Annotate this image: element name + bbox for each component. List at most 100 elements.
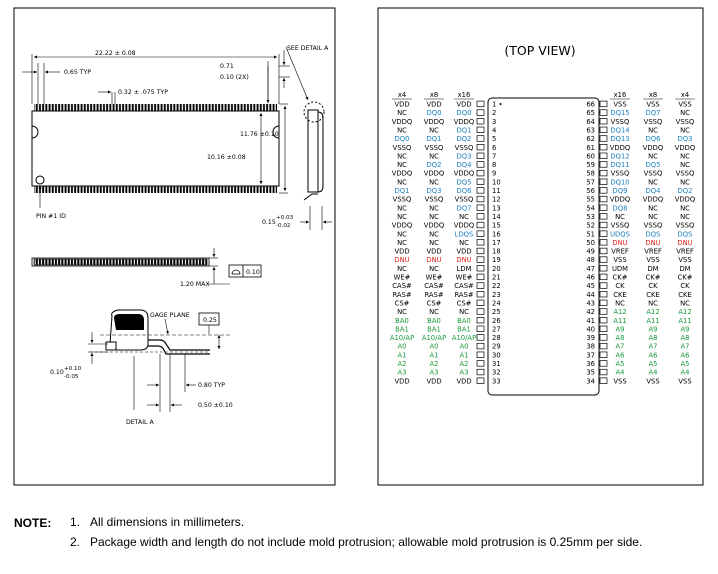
pin-label-x8: VSSQ xyxy=(644,222,663,230)
pin-label-x16: UDQS xyxy=(610,230,630,238)
pin-pad xyxy=(476,325,485,332)
pin-pad xyxy=(476,368,485,376)
pin-label-x16: NC xyxy=(459,308,469,316)
pin-number: 9 xyxy=(492,170,496,178)
pin-number: 30 xyxy=(492,351,501,359)
pin-number: 18 xyxy=(492,248,501,256)
pin-label-x4: VSSQ xyxy=(676,222,695,230)
pin-label-x4: A0 xyxy=(398,343,407,351)
pin-label-x8: NC xyxy=(648,126,658,134)
package-side-profile xyxy=(31,248,230,285)
dim-015-tol-minus: -0.02 xyxy=(276,223,290,229)
pin-label-x16: DQ15 xyxy=(610,109,629,117)
pin-number: 50 xyxy=(586,239,595,247)
pin-label-x8: DQ2 xyxy=(427,161,442,169)
pin-pad xyxy=(476,282,485,289)
pin-number: 43 xyxy=(586,299,595,307)
pin-label-x8: DQ3 xyxy=(427,187,442,195)
pin-number: 23 xyxy=(492,291,501,299)
width-dimension xyxy=(31,54,280,104)
pin-label-x4: NC xyxy=(397,265,407,273)
note-item-1: 1. All dimensions in millimeters. xyxy=(14,514,714,530)
pin-label-x16: DQ1 xyxy=(457,126,472,134)
pin-pad xyxy=(599,308,608,315)
pin-label-x16: DQ4 xyxy=(457,161,472,169)
pin-label-x8: A12 xyxy=(646,308,659,316)
pin-label-x16: LDQS xyxy=(455,230,474,238)
pin-number: 48 xyxy=(586,256,595,264)
pin-label-x16: VDDQ xyxy=(454,118,474,126)
package-drawing-frame xyxy=(13,7,336,486)
pin-label-x16: RAS# xyxy=(454,291,473,299)
pin-number: 29 xyxy=(492,343,501,351)
pin-label-x4: NC xyxy=(397,161,407,169)
pin-pad xyxy=(599,239,608,246)
pin-label-x4: A10/AP xyxy=(390,334,414,342)
thickness-dimension xyxy=(300,206,332,230)
pin-label-x8: VDD xyxy=(426,248,441,256)
pin-label-x4: DQS xyxy=(678,230,693,238)
pin-label-x8: VSS xyxy=(646,101,659,109)
pin-number: 22 xyxy=(492,282,501,290)
pin-label-x16: VDDQ xyxy=(610,196,630,204)
pin-number: 55 xyxy=(586,196,595,204)
pin-label-x16: A5 xyxy=(616,360,625,368)
pin-pad xyxy=(476,152,485,159)
pin-label-x4: NC xyxy=(397,204,407,212)
pin-label-x8: A7 xyxy=(649,343,658,351)
pin-label-x8: VSSQ xyxy=(425,196,444,204)
pin-label-x16: NC xyxy=(615,213,625,221)
pin-pad xyxy=(476,299,485,306)
pin-label-x16: DQ8 xyxy=(613,204,628,212)
pin-label-x8: NC xyxy=(429,265,439,273)
pin-pad xyxy=(599,195,608,203)
pin-number: 42 xyxy=(586,308,595,316)
pin-pad xyxy=(476,291,485,298)
pin-label-x16: DQ7 xyxy=(457,204,472,212)
pin-label-x16: DQ10 xyxy=(610,178,629,186)
pin-label-x16: DNU xyxy=(612,239,627,247)
pin-label-x4: NC xyxy=(680,152,690,160)
pin-label-x4: VDDQ xyxy=(392,222,412,230)
pin-label-x8: DQ7 xyxy=(646,109,661,117)
pin-label-x16: DQ14 xyxy=(610,126,629,134)
pin-label-x4: NC xyxy=(680,161,690,169)
pin-label-x4: A12 xyxy=(678,308,691,316)
pin-label-x4: NC xyxy=(397,178,407,186)
pin-number: 6 xyxy=(492,144,496,152)
pin-label-x8: A8 xyxy=(649,334,658,342)
pin-label-x8: VDD xyxy=(426,377,441,385)
pin-label-x4: A8 xyxy=(681,334,690,342)
pin-number: 49 xyxy=(586,248,595,256)
pin-label-x16: UDM xyxy=(612,265,628,273)
pin-number: 65 xyxy=(586,109,595,117)
see-detail-leader xyxy=(285,46,309,101)
pin-label-x4: DQ0 xyxy=(395,135,410,143)
pin-label-x4: WE# xyxy=(394,274,411,282)
pin-number: 31 xyxy=(492,360,501,368)
pin-label-x4: NC xyxy=(397,109,407,117)
pin-pad xyxy=(599,230,608,237)
pin-label-x8: CK xyxy=(648,282,658,290)
pin-number: 2 xyxy=(492,109,496,117)
pin-label-x4: VREF xyxy=(676,248,694,256)
pin-label-x8: VDDQ xyxy=(643,144,663,152)
pin-number: 11 xyxy=(492,187,501,195)
pin-pad xyxy=(599,118,608,125)
column-header: x4 xyxy=(681,91,689,99)
pin-number: 64 xyxy=(586,118,595,126)
dim-050-label: 0.50 ±0.10 xyxy=(198,402,233,409)
pin-pad xyxy=(599,325,608,332)
pin-pad xyxy=(599,135,608,142)
pin-label-x16: WE# xyxy=(456,274,473,282)
dim-010b-tol-plus: +0.10 xyxy=(64,366,82,372)
pin-label-x4: DNU xyxy=(677,239,692,247)
pin-label-x4: NC xyxy=(680,178,690,186)
pin-label-x4: NC xyxy=(680,213,690,221)
column-header: x8 xyxy=(649,91,657,99)
note-number: 1. xyxy=(70,515,81,529)
pin-label-x8: VSS xyxy=(646,256,659,264)
pin-pad xyxy=(599,213,608,220)
